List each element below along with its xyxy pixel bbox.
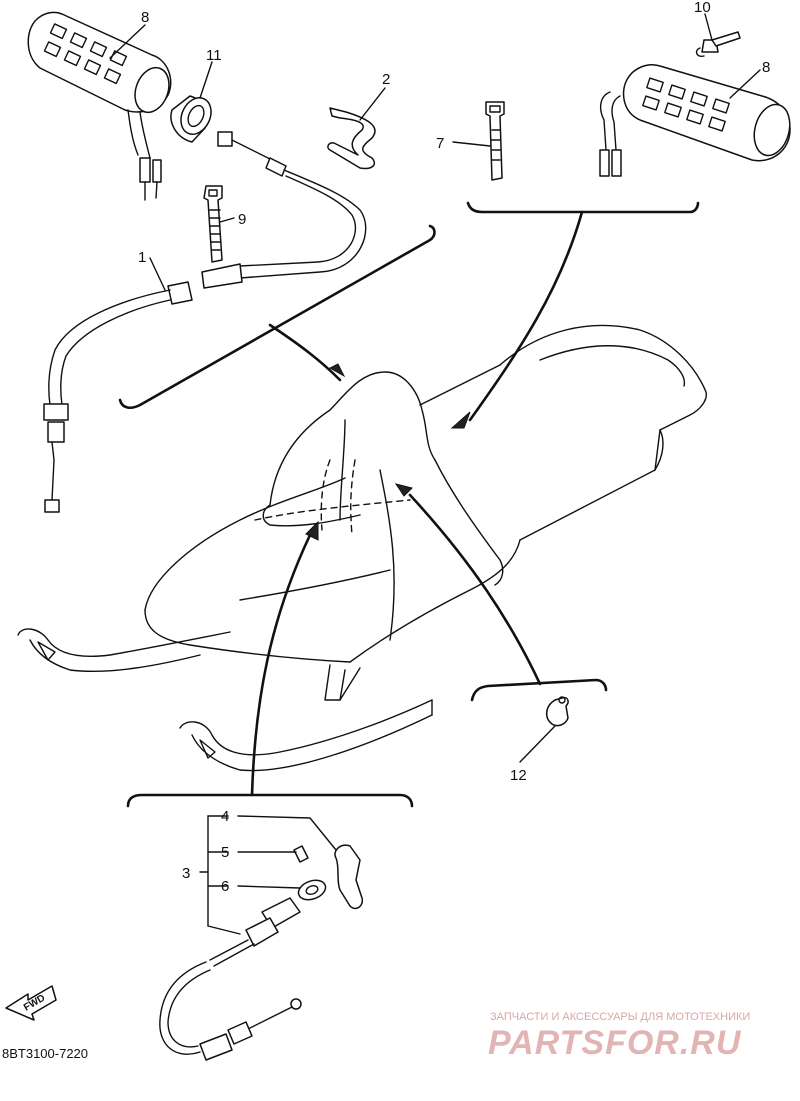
right-grip-part (599, 64, 791, 177)
leader-lines (109, 13, 761, 763)
callout-9: 9 (238, 211, 246, 228)
callout-7: 7 (436, 135, 444, 152)
cable-tie-part (203, 185, 223, 263)
callout-4: 4 (221, 808, 229, 825)
callout-12: 12 (510, 767, 527, 784)
callout-8-left: 8 (141, 9, 149, 26)
snowmobile-body (17, 324, 707, 772)
left-grip-part (27, 11, 172, 201)
callout-1: 1 (138, 249, 146, 266)
routing-lines (118, 201, 700, 808)
callout-11: 11 (206, 47, 222, 64)
cable-tie-right-part (485, 101, 505, 181)
clamp-part (546, 696, 569, 727)
diagram-code: 8BT3100-7220 (2, 1046, 88, 1061)
callout-5: 5 (221, 844, 229, 861)
watermark-brand: PARTSFOR.RU (488, 1024, 742, 1062)
clip-part (327, 107, 376, 170)
forward-arrow-icon: FWD (5, 985, 57, 1021)
throttle-cable-part (43, 131, 367, 513)
callout-2: 2 (382, 71, 390, 88)
sub-assembly-bracket (199, 815, 337, 935)
callout-8-right: 8 (762, 59, 770, 76)
callout-labels: 1 2 3 4 5 6 7 8 8 9 10 11 12 (138, 0, 770, 895)
bolt-part (695, 31, 741, 58)
callout-10: 10 (694, 0, 711, 16)
collar-part (170, 95, 212, 143)
watermark: ЗАПЧАСТИ И АКСЕССУАРЫ ДЛЯ МОТОТЕХНИКИ PA… (488, 1011, 750, 1062)
callout-3: 3 (182, 865, 190, 882)
watermark-tagline: ЗАПЧАСТИ И АКСЕССУАРЫ ДЛЯ МОТОТЕХНИКИ (490, 1011, 750, 1023)
callout-6: 6 (221, 878, 229, 895)
lever-assembly-part (159, 844, 364, 1061)
